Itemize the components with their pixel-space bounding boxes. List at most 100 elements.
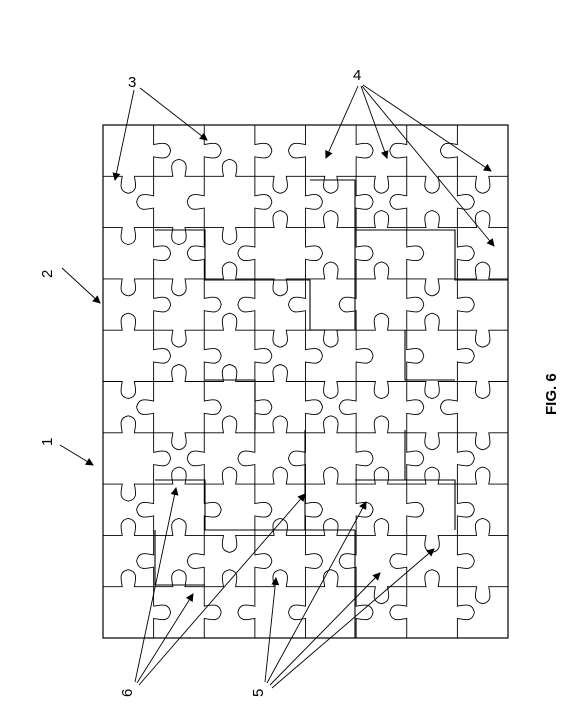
- puzzle-edge: [153, 329, 205, 348]
- puzzle-edge: [305, 261, 357, 280]
- puzzle-edge: [406, 278, 425, 331]
- puzzle-edge: [136, 484, 155, 536]
- puzzle-edge: [288, 586, 306, 638]
- puzzle-edge: [305, 484, 323, 536]
- puzzle-edge: [136, 176, 155, 228]
- puzzle-edge: [356, 261, 407, 280]
- puzzle-edge: [355, 330, 374, 382]
- puzzle-edge: [406, 432, 458, 451]
- puzzle-edge: [406, 466, 458, 485]
- puzzle-edge: [305, 176, 323, 228]
- puzzle-edge: [153, 278, 172, 331]
- puzzle-edge: [406, 381, 425, 433]
- puzzle-edge: [406, 569, 458, 588]
- puzzle-edge: [439, 381, 458, 433]
- puzzle-edge: [103, 415, 154, 434]
- puzzle-edge: [406, 210, 458, 229]
- puzzle-edge: [237, 432, 256, 485]
- puzzle-edge: [305, 175, 357, 194]
- puzzle-edge: [406, 227, 425, 279]
- puzzle-edge: [456, 227, 475, 279]
- puzzle-edge: [456, 330, 475, 382]
- leader-arrow-5b: [266, 501, 367, 684]
- puzzle-edge: [254, 535, 273, 587]
- puzzle-edge: [389, 586, 408, 638]
- puzzle-edge: [153, 125, 172, 177]
- puzzle-edge: [153, 278, 205, 297]
- puzzle-edge: [254, 364, 306, 382]
- puzzle-edge: [338, 381, 357, 433]
- puzzle-edge: [457, 517, 508, 536]
- puzzle-edge: [305, 415, 357, 434]
- ref-label-2: 2: [39, 270, 56, 278]
- puzzle-edge: [237, 227, 256, 279]
- puzzle-edge: [153, 227, 172, 279]
- leader-arrow-6c: [138, 493, 306, 686]
- puzzle-edge: [103, 227, 154, 246]
- puzzle-edge: [356, 466, 407, 485]
- ref-label-6: 6: [119, 689, 136, 697]
- puzzle-edge: [203, 586, 222, 638]
- puzzle-edge: [254, 125, 273, 177]
- puzzle-edge: [153, 569, 205, 588]
- puzzle-edge: [406, 330, 425, 382]
- puzzle-edge: [186, 176, 205, 228]
- puzzle-edge: [406, 534, 458, 553]
- puzzle-edge: [204, 158, 255, 177]
- puzzle-edge: [338, 278, 357, 331]
- puzzle-edge: [288, 278, 306, 331]
- puzzle-edge: [103, 312, 154, 331]
- puzzle-edge: [389, 535, 408, 587]
- puzzle-edge: [203, 278, 222, 331]
- puzzle-edge: [305, 330, 323, 382]
- puzzle-edge: [356, 175, 407, 194]
- puzzle-edge: [153, 432, 205, 451]
- puzzle-edge: [406, 278, 458, 297]
- puzzle-edge: [204, 415, 255, 434]
- puzzle-edge: [254, 569, 306, 588]
- puzzle-edge: [237, 278, 256, 331]
- puzzle-edge: [153, 517, 205, 536]
- puzzle-edge: [153, 227, 205, 246]
- puzzle-edge: [338, 535, 357, 587]
- puzzle-edge: [355, 227, 374, 279]
- puzzle-edge: [356, 586, 407, 605]
- puzzle-edge: [457, 466, 508, 485]
- puzzle-edge: [305, 381, 323, 433]
- puzzle-edge: [406, 432, 425, 485]
- puzzle-edge: [153, 158, 205, 177]
- leader-arrow-4b: [360, 85, 389, 159]
- puzzle-edge: [186, 535, 205, 587]
- puzzle-edge: [406, 312, 458, 331]
- figure-caption: FIG. 6: [543, 373, 560, 415]
- puzzle-edge: [254, 175, 306, 194]
- puzzle-edge: [237, 586, 256, 638]
- puzzle-edge: [204, 364, 255, 382]
- puzzle-edge: [305, 227, 323, 279]
- puzzle-edge: [457, 329, 508, 348]
- puzzle-edge: [254, 517, 306, 536]
- puzzle-edge: [204, 227, 255, 246]
- puzzle-board: [102, 124, 509, 639]
- puzzle-edge: [103, 483, 154, 502]
- puzzle-edge: [254, 381, 273, 433]
- puzzle-edge: [355, 586, 374, 638]
- puzzle-edge: [136, 535, 155, 587]
- puzzle-edge: [305, 466, 357, 485]
- puzzle-edge: [457, 261, 508, 280]
- region-boundaries: [154, 179, 508, 638]
- puzzle-edge: [456, 278, 475, 331]
- ref-label-4: 4: [353, 67, 361, 84]
- puzzle-edge: [305, 535, 323, 587]
- leader-arrow-3b: [139, 87, 208, 141]
- puzzle-edge: [254, 278, 306, 297]
- puzzle-edge: [356, 312, 407, 331]
- puzzle-edge: [186, 432, 205, 485]
- puzzle-edge: [203, 125, 222, 177]
- ref-label-3: 3: [128, 74, 136, 91]
- leader-arrow-6a: [134, 487, 179, 683]
- puzzle-edge: [153, 330, 172, 382]
- puzzle-edge: [254, 210, 306, 229]
- puzzle-edge: [305, 381, 357, 399]
